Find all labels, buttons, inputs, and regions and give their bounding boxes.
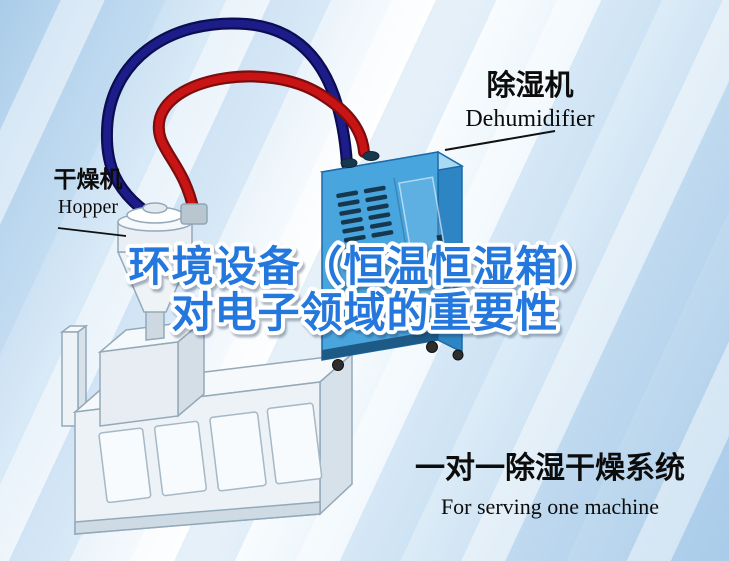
dehumidifier-wheel — [452, 349, 464, 361]
dehumidifier-door — [398, 176, 456, 311]
dehumidifier-label: 除湿机 Dehumidifier — [440, 68, 620, 134]
vent-slot — [369, 221, 392, 229]
vent-slot — [363, 185, 386, 194]
extruder-column-front — [61, 331, 79, 427]
hopper-label-zh: 干燥机 — [53, 166, 123, 192]
extruder-panel — [98, 427, 152, 504]
title-line-2: 对电子领域的重要性 — [171, 289, 558, 336]
vent-slot — [368, 212, 391, 220]
system-caption-zh: 一对一除湿干燥系统 — [415, 452, 685, 485]
hopper-leader-line — [57, 227, 127, 237]
extruder-gearbox-front — [99, 341, 179, 427]
extruder-panel — [153, 420, 207, 497]
dehumidifier-base-strip — [322, 330, 438, 360]
dehumidifier-door-latch — [436, 234, 444, 246]
vent-slot — [342, 225, 365, 234]
hopper-motor — [180, 203, 208, 225]
extruder-panel — [266, 402, 323, 485]
hopper-label-en: Hopper — [58, 196, 118, 218]
vent-slot — [339, 208, 362, 216]
extruder-side-face — [319, 352, 353, 516]
dehumidifier-vents — [336, 176, 456, 316]
system-caption-en: For serving one machine — [440, 494, 660, 519]
vent-slot — [366, 203, 389, 212]
vent-slot — [371, 230, 394, 238]
hopper-icon — [116, 202, 208, 341]
dehumidifier-wheel — [426, 341, 438, 353]
hopper-neck — [145, 309, 165, 341]
system-caption: 一对一除湿干燥系统 For serving one machine — [402, 450, 698, 522]
dehumidifier-door-seam — [393, 177, 419, 316]
extruder-machine-icon — [59, 318, 355, 535]
extruder-panels — [98, 402, 323, 504]
title-line-1: 环境设备（恒温恒湿箱） — [128, 243, 601, 290]
dehumidifier-leader-line — [444, 130, 556, 151]
vent-slot — [336, 190, 359, 199]
dehumidifier-icon — [319, 150, 465, 371]
vent-slot — [343, 234, 366, 243]
extruder-base-strip — [74, 501, 321, 535]
vent-slot — [340, 217, 363, 225]
vent-slot — [337, 199, 360, 207]
dehumidifier-top-connector — [362, 151, 380, 161]
hopper-lid-knob — [142, 202, 168, 214]
red-hose-icon — [152, 70, 370, 218]
dehumidifier-wheel — [332, 359, 344, 371]
extruder-panel — [209, 411, 267, 492]
vent-slot — [365, 194, 388, 203]
hopper-label: 干燥机 Hopper — [36, 164, 140, 220]
dehumidifier-label-zh: 除湿机 — [486, 70, 574, 102]
blue-hose-icon — [100, 17, 353, 218]
dehumidifier-top-connector — [340, 158, 358, 168]
dehumidifier-label-en: Dehumidifier — [465, 106, 595, 132]
